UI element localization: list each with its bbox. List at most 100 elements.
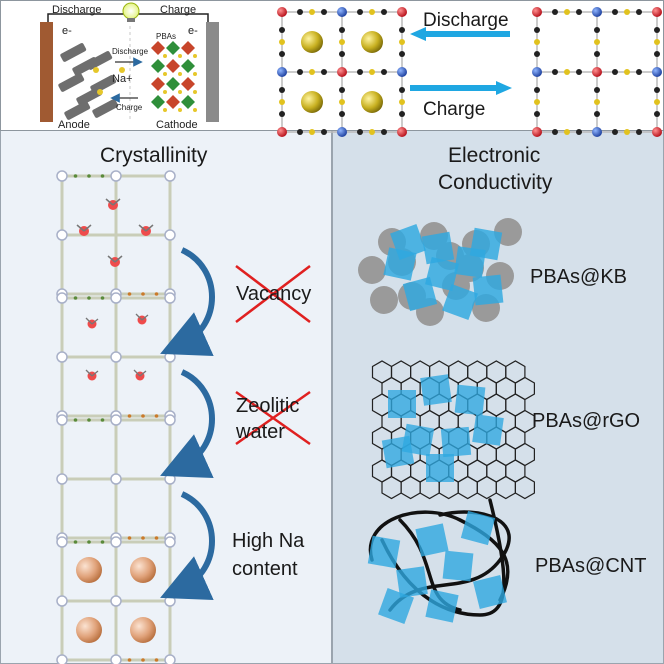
pba-cube <box>440 426 472 458</box>
frame-node <box>110 351 122 363</box>
pba-cube <box>381 435 415 469</box>
frame-node <box>110 414 122 426</box>
sodium-site <box>178 90 182 94</box>
iron-atom <box>652 67 662 77</box>
sodium-ions <box>93 67 125 95</box>
carbon-atom <box>636 129 642 135</box>
water-bond <box>112 198 121 206</box>
metal-atom <box>397 7 407 17</box>
carbon-nanotube <box>368 510 510 602</box>
kb-composite <box>358 218 522 326</box>
frame-node <box>164 654 176 664</box>
nitrogen-atom <box>399 99 405 105</box>
frame-node <box>56 170 68 182</box>
cathode-octahedron <box>166 77 180 91</box>
sodium-ion-label: Na+ <box>112 73 133 85</box>
process-arrow-1 <box>160 247 215 356</box>
process-arrows <box>160 247 215 600</box>
carbon-atom <box>534 27 540 33</box>
water-bond <box>114 255 123 263</box>
pba-cube <box>460 510 496 546</box>
frame-dot <box>154 536 159 540</box>
carbon-atom <box>339 111 345 117</box>
pba-cube <box>415 523 449 557</box>
nitrogen-atom <box>564 129 570 135</box>
charge-arrow-head <box>496 81 512 95</box>
carbon-atom <box>654 27 660 33</box>
cathode-octahedron <box>181 77 195 91</box>
nitrogen-atom <box>624 69 630 75</box>
pba-cube <box>473 575 507 609</box>
carbon-black-particle <box>358 256 386 284</box>
carbon-atom <box>654 87 660 93</box>
sodium-atom <box>361 91 383 113</box>
graphene-hex <box>381 475 402 500</box>
carbon-atom <box>399 27 405 33</box>
carbon-atom <box>297 9 303 15</box>
cathode-label: Cathode <box>156 119 198 131</box>
frame-dot <box>87 540 91 544</box>
frame-dot <box>73 540 78 544</box>
frame-dot <box>73 296 78 300</box>
sodium-ion <box>119 67 125 73</box>
carbon-atom <box>576 129 582 135</box>
frame-dot <box>127 414 132 418</box>
carbon-atom <box>654 51 660 57</box>
nitrogen-atom <box>564 9 570 15</box>
nitrogen-atom <box>309 9 315 15</box>
pba-cube <box>469 227 503 261</box>
sodium-sphere <box>130 557 156 583</box>
water-bond <box>91 370 99 377</box>
pba-cube <box>388 390 416 418</box>
pba-cube <box>425 257 459 291</box>
rgo-composite <box>371 360 535 500</box>
sodium-atom <box>301 91 323 113</box>
water-bond <box>83 224 92 232</box>
iron-atom <box>337 127 347 137</box>
nitrogen-atom <box>534 39 540 45</box>
pbas-label: PBAs <box>156 32 176 41</box>
water-bond <box>135 313 143 321</box>
frame-dot <box>73 418 78 422</box>
high-na-content-label: High Na content <box>232 530 305 580</box>
crystallinity-title: Crystallinity <box>100 144 208 167</box>
sodium-site <box>193 90 197 94</box>
nitrogen-atom <box>279 99 285 105</box>
carbon-atom <box>399 87 405 93</box>
graphene-hex <box>495 475 516 500</box>
carbon-atom <box>321 69 327 75</box>
cnt-composite <box>367 498 511 624</box>
electron-right-label: e- <box>188 25 198 37</box>
frame-dot <box>100 418 105 422</box>
carbon-atom <box>636 9 642 15</box>
nitrogen-atom <box>534 99 540 105</box>
frame-dot <box>154 414 159 418</box>
metal-atom <box>652 7 662 17</box>
frame-dot <box>87 296 91 300</box>
sodium-site <box>178 72 182 76</box>
frame-node <box>56 292 68 304</box>
conductivity-title-line2: Conductivity <box>438 171 553 194</box>
carbon-atom <box>381 69 387 75</box>
pba-cube <box>402 276 438 312</box>
sodiated-lattice <box>277 7 407 137</box>
metal-atom <box>532 127 542 137</box>
frame-node <box>164 473 176 485</box>
inner-discharge-label: Discharge <box>112 47 149 56</box>
carbon-atom <box>576 69 582 75</box>
nitrogen-atom <box>624 129 630 135</box>
carbon-atom <box>534 51 540 57</box>
frame-node <box>164 414 176 426</box>
sodium-sphere <box>76 617 102 643</box>
carbon-atom <box>279 87 285 93</box>
pba-cube <box>426 454 454 482</box>
carbon-atom <box>594 111 600 117</box>
pba-cube <box>442 284 478 320</box>
carbon-atom <box>636 69 642 75</box>
carbon-atom <box>594 51 600 57</box>
water-bond <box>85 369 93 377</box>
lattice-discharge-label: Discharge <box>423 10 509 31</box>
pba-cube <box>472 274 504 306</box>
carbon-atom <box>357 9 363 15</box>
nitrogen-atom <box>339 99 345 105</box>
